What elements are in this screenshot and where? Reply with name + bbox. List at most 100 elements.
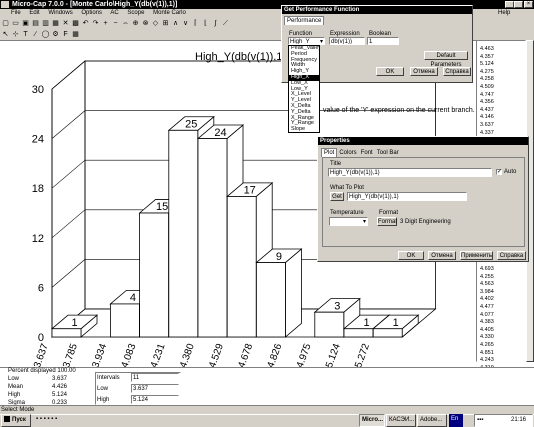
scale-tool-icon[interactable]: ⊹ [12,31,19,38]
stat-label: Low [8,376,20,382]
format-button[interactable]: Format [377,217,398,226]
tool2-icon[interactable]: ⊞ [162,20,169,27]
zoom-out-icon[interactable]: − [113,20,118,27]
redo-icon[interactable]: ↷ [92,20,99,27]
function-option[interactable]: X_Range [291,114,314,121]
delete-icon[interactable]: ✕ [62,20,69,27]
default-parameters-button[interactable]: Default Parameters [424,51,468,68]
percent-displayed: Percent displayed 100.00 [8,368,76,374]
probe-icon[interactable]: ⊕ [132,20,139,27]
scale-icon[interactable]: ⇔ [122,20,129,27]
perf-help-button[interactable]: Справка [443,67,471,76]
function-option[interactable]: Y_Delta [291,108,311,115]
task-adobe[interactable]: Adobe... [417,414,447,427]
function-option[interactable]: X_Delta [291,102,311,109]
new-file-icon[interactable]: ▢ [2,20,9,27]
function-option[interactable]: Y_Range [291,120,314,127]
low-icon[interactable]: ⌊ [204,20,207,27]
temperature-select[interactable]: ▾ [329,217,368,226]
inflect-icon[interactable]: ∫ [214,20,217,27]
maximize-button[interactable] [514,1,523,8]
tab-toolbar[interactable]: Tool Bar [376,150,399,156]
props-cancel-button[interactable]: Отмена [428,251,456,260]
function-option[interactable]: Peak_Valley [291,45,320,51]
function-option[interactable]: Low_X [291,79,308,86]
tag-icon[interactable]: ⚙ [52,31,59,38]
high-field[interactable]: 5.124 [131,395,179,404]
tab-performance[interactable]: Performance [284,16,325,25]
undo-icon[interactable]: ↶ [82,20,89,27]
perf-ok-button[interactable]: OK [376,67,404,76]
function-option[interactable]: High_X [289,74,319,81]
function-option[interactable]: Low_Y [291,85,308,92]
auto-checkbox[interactable]: ✓ [496,169,503,175]
function-select[interactable]: High_Y▾ [288,37,325,45]
title-field[interactable]: High_Y(db(v(1)),1) [328,168,492,177]
peak-icon[interactable]: ∧ [172,20,179,27]
grid2-icon[interactable]: ▦ [72,31,79,38]
function-option[interactable]: Width [291,62,306,69]
menu-options[interactable]: Options [81,10,103,16]
close-button[interactable]: × [524,1,533,8]
menu-edit[interactable]: Edit [29,10,40,16]
perf-cancel-button[interactable]: Отмена [410,67,438,76]
minimize-button[interactable] [505,1,514,8]
line-icon[interactable]: ∕ [34,31,37,38]
grid-icon[interactable]: ▩ [72,20,79,27]
save-icon[interactable]: ▣ [22,20,29,27]
function-option[interactable]: Frequency [291,56,317,63]
menu-ac[interactable]: AC [110,10,119,16]
function-option[interactable]: X_Level [291,91,311,98]
boolean-field[interactable]: 1 [367,37,399,45]
menu-windows[interactable]: Windows [48,10,73,16]
paste-icon[interactable]: ▦ [52,20,59,27]
get-button[interactable]: Get [330,192,344,201]
expression-field[interactable]: db(v(1)) [329,37,365,45]
app-icon[interactable] [1,1,9,8]
select-icon[interactable]: ↖ [2,31,9,38]
menu-scope[interactable]: Scope [127,10,145,16]
tab-plot[interactable]: Plot [321,148,338,157]
copy-icon[interactable]: ▥ [42,20,49,27]
slope-icon[interactable]: ⟋ [223,20,228,27]
task-kaseis[interactable]: КАСЭИ... [386,414,416,427]
task-microcap[interactable]: Micro... [359,414,385,427]
props-ok-button[interactable]: OK [398,251,424,260]
chevron-down-icon[interactable]: ▾ [362,219,366,225]
tool-icon[interactable]: ⊗ [142,20,149,27]
menu-help[interactable]: Help [498,10,511,16]
tab-colors[interactable]: Colors [339,150,357,156]
bar-value-label: 1 [363,317,369,329]
y-tick-label: 30 [32,84,44,96]
quicklaunch-icons[interactable]: ▪ ▪ ▪ ▪ ▪ ▪ [36,416,58,422]
function-option[interactable]: High_Y [291,68,310,75]
valley-icon[interactable]: ∨ [182,20,189,27]
intervals-field[interactable]: 11 [131,373,179,382]
high-icon[interactable]: ⌈ [194,20,197,27]
props-apply-button[interactable]: Применить [460,251,493,260]
text-icon[interactable]: T [23,31,28,38]
ellipse-icon[interactable]: ◯ [41,31,50,38]
tab-font[interactable]: Font [360,150,373,156]
bar-value-label: 17 [244,185,256,197]
function-option[interactable]: Slope [291,126,306,133]
perf-tabs: Performance [284,16,325,25]
props-help-button[interactable]: Справка [497,251,526,260]
function-option[interactable]: Period [291,50,307,57]
function-option[interactable]: Y_Level [291,97,311,104]
plot-expression-field[interactable]: High_Y(db(v(1)),1) [347,192,467,201]
zoom-in-icon[interactable]: + [103,20,108,27]
marker-icon[interactable]: ◇ [152,20,159,27]
chevron-down-icon[interactable]: ▾ [319,39,323,45]
low-field[interactable]: 3.637 [131,384,179,393]
start-button[interactable]: Пуск [1,414,31,427]
open-icon[interactable]: ▭ [12,20,19,27]
lang-indicator[interactable]: En [449,414,463,427]
menu-monte-carlo[interactable]: Monte Carlo [153,10,186,16]
menu-file[interactable]: File [11,10,21,16]
font-icon[interactable]: F [63,31,68,38]
print-icon[interactable]: ▤ [32,20,39,27]
